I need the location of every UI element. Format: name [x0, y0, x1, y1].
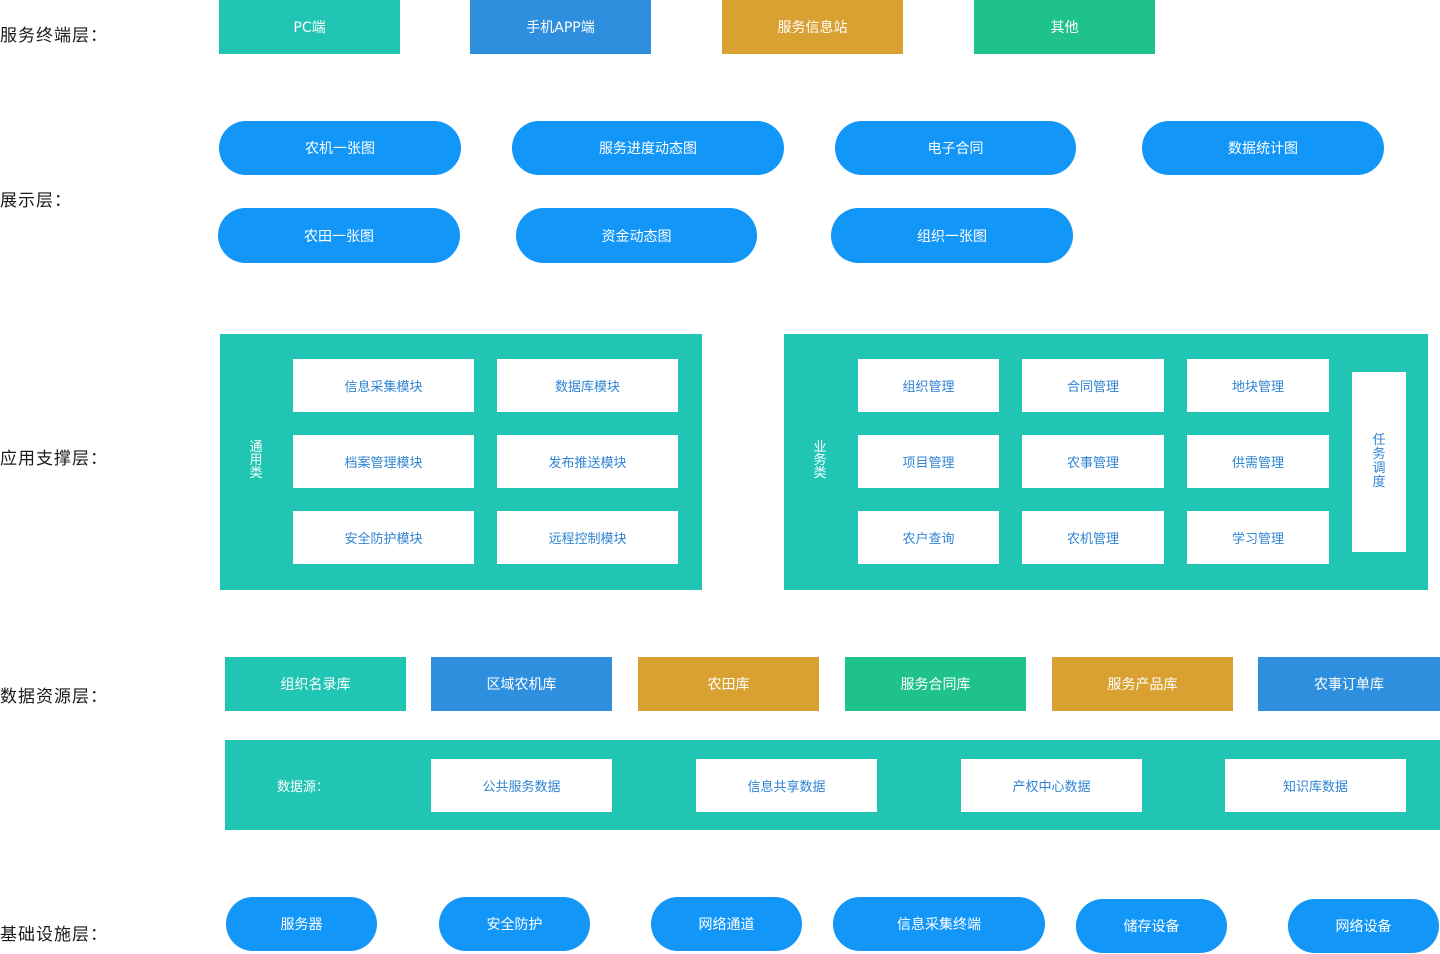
business-module: 合同管理	[1022, 359, 1164, 412]
infra-server-pill: 服务器	[226, 897, 377, 951]
data-library-box: 农事订单库	[1258, 657, 1440, 711]
terminal-layer-label: 服务终端层：	[0, 26, 108, 46]
display-organization-map-pill: 组织一张图	[831, 208, 1073, 263]
terminal-pc-box: PC端	[219, 0, 400, 54]
display-funds-pill: 资金动态图	[516, 208, 757, 263]
data-layer-label: 数据资源层：	[0, 687, 108, 707]
task-scheduling-box: 任务调度	[1352, 372, 1406, 552]
data-library-box: 服务合同库	[845, 657, 1026, 711]
infrastructure-layer-label: 基础设施层：	[0, 925, 108, 945]
general-module: 安全防护模块	[293, 511, 474, 564]
terminal-app-box: 手机APP端	[470, 0, 651, 54]
business-module: 项目管理	[858, 435, 999, 488]
infra-storage-pill: 储存设备	[1076, 899, 1227, 953]
general-module: 远程控制模块	[497, 511, 678, 564]
terminal-station-box: 服务信息站	[722, 0, 903, 54]
data-source-label: 数据源：	[277, 780, 330, 795]
business-module: 农事管理	[1022, 435, 1164, 488]
data-library-box: 农田库	[638, 657, 819, 711]
business-module: 学习管理	[1187, 511, 1329, 564]
infra-network-channel-pill: 网络通道	[651, 897, 802, 951]
business-module: 组织管理	[858, 359, 999, 412]
task-scheduling-label: 任务调度	[1372, 433, 1386, 490]
business-module: 供需管理	[1187, 435, 1329, 488]
general-module: 数据库模块	[497, 359, 678, 412]
general-module: 信息采集模块	[293, 359, 474, 412]
display-machinery-map-pill: 农机一张图	[219, 121, 461, 175]
data-library-box: 组织名录库	[225, 657, 406, 711]
infra-security-pill: 安全防护	[439, 897, 590, 951]
general-panel-title: 通用类	[249, 440, 263, 481]
application-layer-label: 应用支撑层：	[0, 449, 108, 469]
display-statistics-pill: 数据统计图	[1142, 121, 1384, 175]
data-library-box: 服务产品库	[1052, 657, 1233, 711]
data-source-box: 信息共享数据	[696, 759, 877, 812]
data-source-box: 产权中心数据	[961, 759, 1142, 812]
display-service-progress-pill: 服务进度动态图	[512, 121, 784, 175]
data-source-box: 公共服务数据	[431, 759, 612, 812]
data-source-box: 知识库数据	[1225, 759, 1406, 812]
display-layer-label: 展示层：	[0, 191, 72, 211]
business-module: 农机管理	[1022, 511, 1164, 564]
business-module: 地块管理	[1187, 359, 1329, 412]
data-library-box: 区域农机库	[431, 657, 612, 711]
display-e-contract-pill: 电子合同	[835, 121, 1076, 175]
infra-terminal-pill: 信息采集终端	[833, 897, 1045, 951]
terminal-other-box: 其他	[974, 0, 1155, 54]
business-module: 农户查询	[858, 511, 999, 564]
business-panel-title: 业务类	[813, 440, 827, 481]
display-farmland-map-pill: 农田一张图	[218, 208, 460, 263]
general-module: 发布推送模块	[497, 435, 678, 488]
infra-network-device-pill: 网络设备	[1288, 899, 1439, 953]
general-module: 档案管理模块	[293, 435, 474, 488]
